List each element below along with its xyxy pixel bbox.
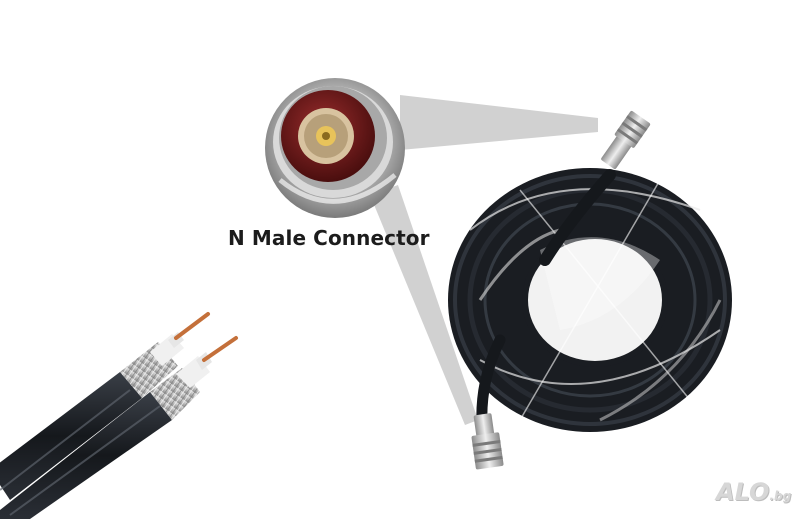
stripped-coax-cable bbox=[0, 312, 238, 519]
connector-caption: N Male Connector bbox=[228, 226, 430, 250]
watermark-brand: ALO bbox=[716, 478, 770, 506]
connector-closeup bbox=[265, 78, 405, 218]
watermark-domain: .bg bbox=[769, 489, 792, 503]
top-n-connector bbox=[601, 110, 651, 169]
callout-beam-bottom bbox=[370, 185, 478, 425]
bottom-n-connector bbox=[471, 413, 504, 470]
watermark-logo: ALO.bg bbox=[716, 478, 791, 506]
callout-beam-top bbox=[400, 95, 598, 150]
coiled-cable bbox=[448, 168, 732, 432]
